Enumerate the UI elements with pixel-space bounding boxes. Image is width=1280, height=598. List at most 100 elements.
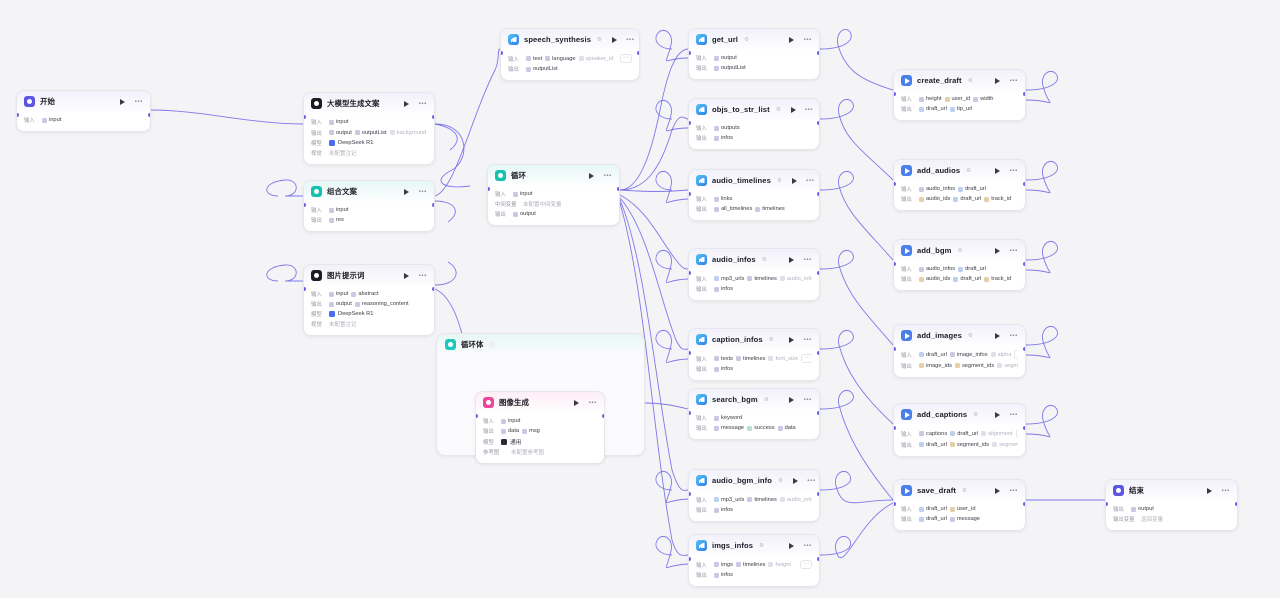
port-input[interactable]: [1106, 502, 1108, 506]
port-input[interactable]: [689, 492, 691, 496]
port-output[interactable]: [1023, 502, 1025, 506]
node-menu-icon[interactable]: ⋯: [1009, 486, 1018, 495]
run-node-icon[interactable]: [789, 336, 795, 343]
port-input[interactable]: [17, 113, 19, 117]
node-header[interactable]: imgs_infos⚙⋯: [689, 535, 819, 555]
node-menu-icon[interactable]: ⋯: [1009, 76, 1018, 85]
info-icon[interactable]: ⓘ: [489, 342, 495, 349]
run-node-icon[interactable]: [792, 477, 798, 484]
gear-icon[interactable]: ⚙: [768, 336, 774, 343]
node-header[interactable]: create_draft⚙⋯: [894, 70, 1025, 90]
run-node-icon[interactable]: [791, 177, 797, 184]
port-input[interactable]: [689, 271, 691, 275]
port-input[interactable]: [689, 51, 691, 55]
run-node-icon[interactable]: [789, 256, 795, 263]
node-header[interactable]: add_captions⚙⋯: [894, 404, 1025, 424]
node-header[interactable]: get_url⚙⋯: [689, 29, 819, 49]
gear-icon[interactable]: ⚙: [744, 36, 749, 43]
node-menu-icon[interactable]: ⋯: [603, 171, 612, 180]
port-input[interactable]: [689, 121, 691, 125]
run-node-icon[interactable]: [611, 36, 617, 43]
node-menu-icon[interactable]: ⋯: [588, 398, 597, 407]
port-input[interactable]: [894, 262, 896, 266]
port-input[interactable]: [894, 426, 896, 430]
node-header[interactable]: 循环⋯: [488, 165, 619, 185]
run-node-icon[interactable]: [789, 36, 795, 43]
node-menu-icon[interactable]: ⋯: [804, 105, 814, 114]
port-output[interactable]: [432, 287, 434, 291]
port-output[interactable]: [1235, 502, 1237, 506]
gear-icon[interactable]: ⚙: [967, 77, 973, 84]
port-input[interactable]: [894, 182, 896, 186]
node-menu-icon[interactable]: ⋯: [1009, 331, 1018, 340]
node-menu-icon[interactable]: ⋯: [625, 35, 635, 44]
node-header[interactable]: 结束⋯: [1106, 480, 1237, 500]
node-menu-icon[interactable]: ⋯: [1009, 410, 1018, 419]
port-output[interactable]: [817, 121, 819, 125]
gear-icon[interactable]: ⚙: [962, 487, 967, 494]
port-output[interactable]: [432, 203, 434, 207]
node-menu-icon[interactable]: ⋯: [803, 541, 812, 550]
run-node-icon[interactable]: [404, 188, 410, 195]
node-menu-icon[interactable]: ⋯: [134, 97, 143, 106]
node-header[interactable]: speech_synthesis⚙⋯: [501, 29, 639, 49]
port-output[interactable]: [817, 192, 819, 196]
port-output[interactable]: [637, 51, 639, 55]
port-output[interactable]: [1023, 182, 1025, 186]
port-input[interactable]: [488, 187, 490, 191]
node-menu-icon[interactable]: ⋯: [803, 255, 812, 264]
run-node-icon[interactable]: [1207, 487, 1213, 494]
node-header[interactable]: save_draft⚙⋯: [894, 480, 1025, 500]
gear-icon[interactable]: ⚙: [597, 36, 602, 43]
port-output[interactable]: [817, 271, 819, 275]
port-output[interactable]: [617, 187, 619, 191]
node-header[interactable]: objs_to_str_list⚙⋯: [689, 99, 819, 119]
node-header[interactable]: 大模型生成文案⋯: [304, 93, 434, 113]
port-input[interactable]: [501, 51, 503, 55]
more-params-icon[interactable]: ⋯: [1015, 429, 1018, 438]
port-input[interactable]: [689, 557, 691, 561]
port-output[interactable]: [817, 557, 819, 561]
gear-icon[interactable]: ⚙: [759, 542, 765, 549]
run-node-icon[interactable]: [589, 172, 595, 179]
gear-icon[interactable]: ⚙: [761, 256, 767, 263]
gear-icon[interactable]: ⚙: [775, 106, 781, 113]
more-params-icon[interactable]: ⋯: [620, 54, 632, 63]
run-node-icon[interactable]: [404, 100, 410, 107]
gear-icon[interactable]: ⚙: [967, 332, 973, 339]
port-input[interactable]: [689, 351, 691, 355]
port-output[interactable]: [1023, 262, 1025, 266]
node-header[interactable]: audio_timelines⚙⋯: [689, 170, 819, 190]
port-output[interactable]: [1023, 92, 1025, 96]
node-add_images[interactable]: add_images⚙⋯输入draft_urlimage_infosalpha⋯…: [893, 324, 1026, 378]
node-menu-icon[interactable]: ⋯: [418, 271, 427, 280]
node-menu-icon[interactable]: ⋯: [1221, 486, 1230, 495]
node-header[interactable]: search_bgm⚙⋯: [689, 389, 819, 409]
node-menu-icon[interactable]: ⋯: [418, 187, 427, 196]
node-menu-icon[interactable]: ⋯: [806, 476, 816, 485]
run-node-icon[interactable]: [995, 77, 1001, 84]
run-node-icon[interactable]: [574, 399, 580, 406]
more-params-icon[interactable]: ⋯: [1014, 350, 1018, 359]
node-header[interactable]: add_audios⚙⋯: [894, 160, 1025, 180]
run-node-icon[interactable]: [995, 167, 1001, 174]
port-output[interactable]: [817, 351, 819, 355]
node-menu-icon[interactable]: ⋯: [418, 99, 427, 108]
node-header[interactable]: add_bgm⚙⋯: [894, 240, 1025, 260]
port-output[interactable]: [817, 411, 819, 415]
more-params-icon[interactable]: ⋯: [800, 560, 812, 569]
port-input[interactable]: [304, 287, 306, 291]
gear-icon[interactable]: ⚙: [778, 477, 783, 484]
